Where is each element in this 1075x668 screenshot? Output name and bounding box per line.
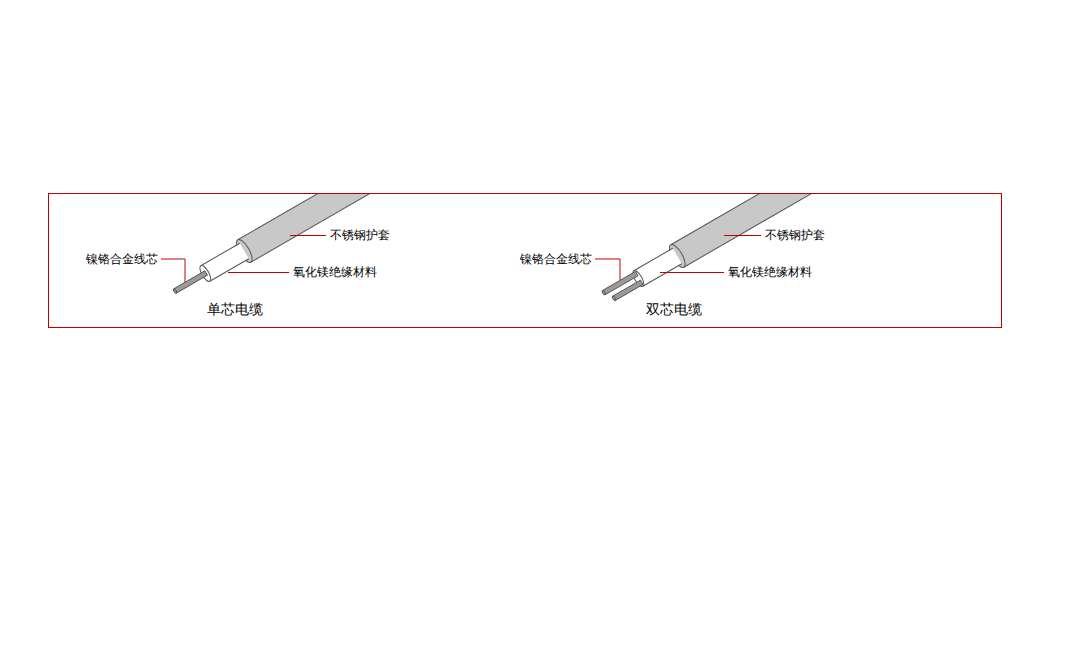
single-core-cable bbox=[167, 194, 545, 303]
steel-sheath bbox=[671, 194, 978, 267]
leader-line bbox=[228, 272, 289, 273]
twin-core-cable bbox=[599, 194, 979, 309]
leader-line bbox=[724, 235, 761, 236]
leader-line bbox=[660, 272, 724, 273]
figure-caption: 双芯电缆 bbox=[646, 301, 702, 318]
figure-caption: 单芯电缆 bbox=[207, 301, 263, 318]
leader-line bbox=[161, 259, 185, 282]
part-label: 镍铬合金线芯 bbox=[520, 252, 592, 266]
steel-sheath bbox=[238, 194, 545, 262]
part-label: 氧化镁绝缘材料 bbox=[728, 265, 812, 279]
part-label: 氧化镁绝缘材料 bbox=[293, 265, 377, 279]
part-label: 镍铬合金线芯 bbox=[86, 252, 158, 266]
leader-line bbox=[290, 235, 326, 236]
nicr-core bbox=[174, 271, 208, 293]
part-label: 不锈钢护套 bbox=[330, 228, 390, 242]
leader-line bbox=[595, 259, 620, 280]
frame-border bbox=[49, 194, 1002, 328]
part-label: 不锈钢护套 bbox=[765, 228, 825, 242]
nicr-core bbox=[613, 280, 643, 300]
